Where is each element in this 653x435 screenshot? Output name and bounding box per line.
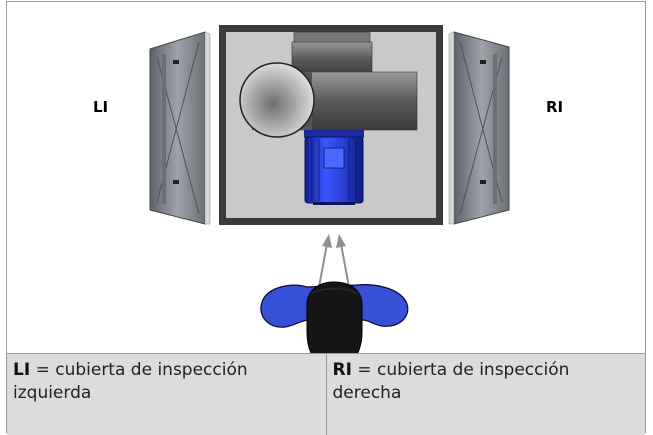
fan-box-diagram (149, 25, 510, 353)
caption-table: LI = cubierta de inspección izquierda RI… (7, 353, 645, 435)
caption-right-text: = cubierta de inspección derecha (332, 360, 570, 403)
figure-frame: LI RI LI = cubierta de inspección izquie… (6, 1, 646, 435)
right-panel-label: RI (546, 98, 564, 116)
view-arrows (318, 234, 350, 288)
caption-left-cell: LI = cubierta de inspección izquierda (7, 354, 326, 435)
left-panel-label: LI (93, 98, 109, 116)
diagram-area: LI RI (7, 2, 645, 353)
caption-right-abbr: RI (332, 360, 352, 380)
caption-left-text: = cubierta de inspección izquierda (13, 360, 248, 403)
caption-right-cell: RI = cubierta de inspección derecha (325, 354, 646, 435)
right-inspection-panel (448, 31, 510, 225)
person-top-view-icon (260, 281, 409, 353)
left-inspection-panel (149, 31, 211, 225)
motor (304, 130, 364, 205)
fan-housing (219, 25, 443, 225)
fan-wheel (239, 62, 315, 138)
caption-left-abbr: LI (13, 360, 31, 380)
